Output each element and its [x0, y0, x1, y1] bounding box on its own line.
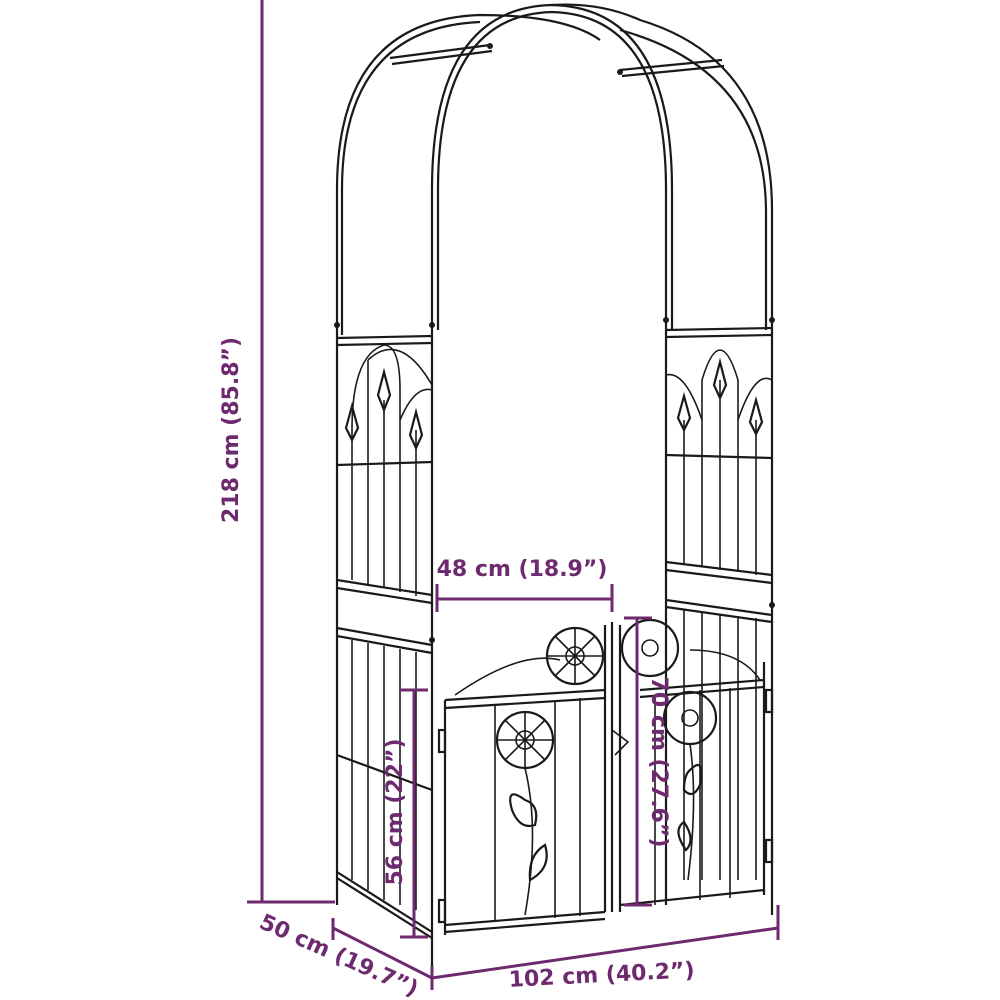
arch-frame — [334, 3, 775, 975]
opening-label: 48 cm (18.9”) — [437, 557, 608, 582]
depth-dimension-line — [332, 926, 433, 980]
width-dimension-line — [431, 926, 779, 980]
gate-right-label: 70 cm (27.6”) — [646, 677, 671, 848]
right-gate — [618, 618, 774, 912]
dimension-lines — [247, 0, 780, 990]
left-gate — [437, 622, 630, 935]
depth-label: 50 cm (19.7”) — [256, 910, 422, 1000]
height-label: 218 cm (85.8”) — [219, 337, 244, 523]
gate-left-label: 56 cm (22”) — [383, 738, 408, 885]
